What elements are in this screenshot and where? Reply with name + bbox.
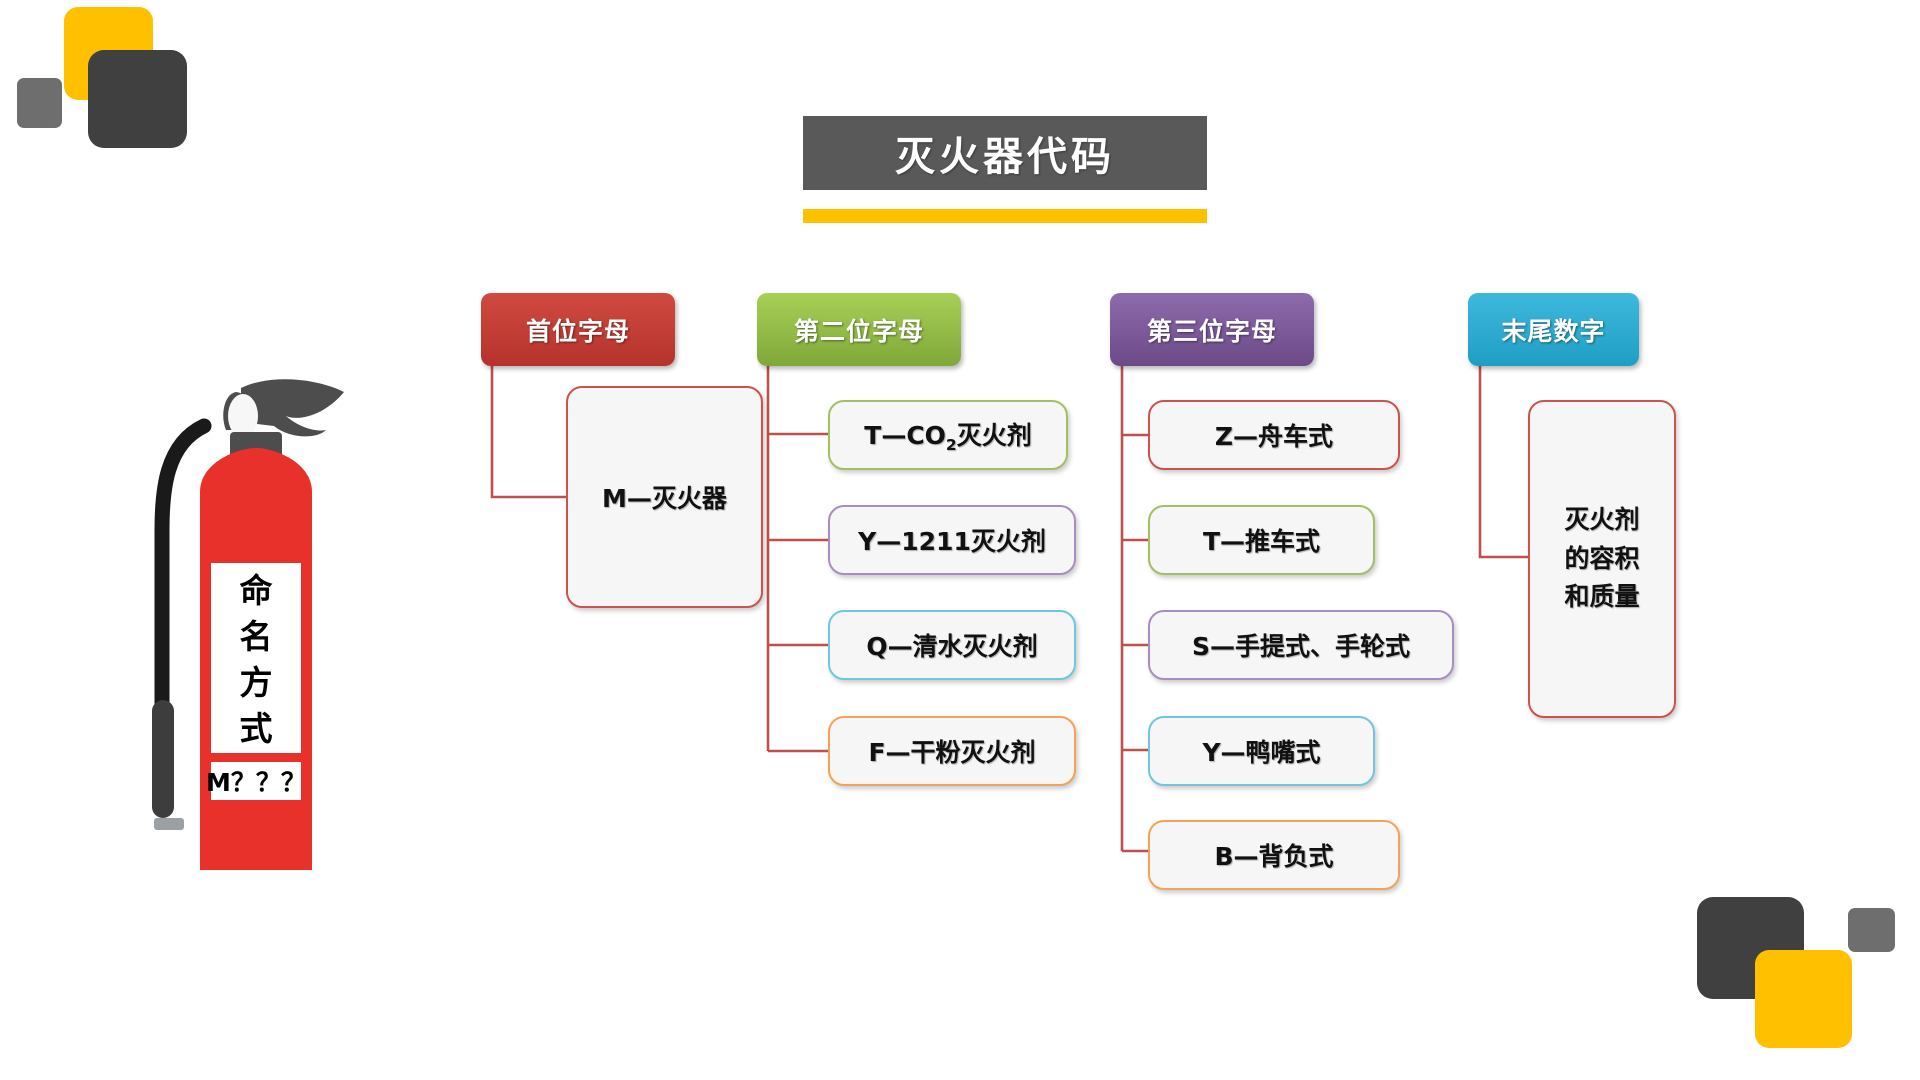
mindmap-node-col4-0[interactable]: 灭火剂 的容积 和质量 [1528,400,1676,718]
extinguisher-nozzle [152,700,174,818]
mindmap-header-last-digit[interactable]: 末尾数字 [1468,293,1639,366]
mindmap-node-col3-2-label: S—手提式、手轮式 [1191,632,1410,661]
mindmap-node-col4-0-line-0: 灭火剂 [1564,504,1640,534]
mindmap-header-second-letter-label: 第二位字母 [793,316,924,346]
mindmap-node-col3-3[interactable]: Y—鸭嘴式 [1148,716,1375,786]
extinguisher-label-char-1: 名 [240,617,273,656]
extinguisher-nozzle-tip [154,818,184,830]
mindmap-node-col3-0[interactable]: Z—舟车式 [1148,400,1400,470]
extinguisher-hose [154,418,212,718]
decor-square-bottom-right-gray [1848,908,1895,952]
mindmap-node-col2-0-label: T—CO2灭火剂 [864,421,1032,454]
extinguisher-label-char-0: 命 [240,571,274,610]
extinguisher-label-char-3: 式 [240,709,273,748]
page-title-banner: 灭火器代码 [803,116,1207,190]
decor-square-top-left-dark [88,50,187,148]
mindmap-node-col3-3-label: Y—鸭嘴式 [1202,738,1321,767]
fire-extinguisher-illustration: 命 名 方 式 M？？？ [152,379,344,870]
extinguisher-label-panel [211,563,301,753]
connector-col4 [1478,366,1528,559]
extinguisher-label-char-2: 方 [240,663,273,702]
mindmap-header-first-letter-label: 首位字母 [525,316,630,346]
mindmap-node-col3-0-label: Z—舟车式 [1214,422,1334,451]
decor-square-top-left-gray [17,78,62,128]
mindmap-node-col4-0-line-1: 的容积 [1564,543,1640,573]
mindmap-node-col2-1-label: Y—1211灭火剂 [858,527,1046,556]
mindmap-node-col2-2-label: Q—清水灭火剂 [866,632,1038,661]
mindmap-node-col3-1[interactable]: T—推车式 [1148,505,1375,575]
connector-col1 [490,366,566,499]
mindmap-node-col1-0-label: M—灭火器 [602,484,727,513]
mindmap-node-col2-2[interactable]: Q—清水灭火剂 [828,610,1076,680]
extinguisher-code-panel [211,762,301,800]
mindmap-node-col2-3-label: F—干粉灭火剂 [868,738,1036,767]
mindmap-node-col3-4-label: B—背负式 [1214,842,1334,871]
mindmap-header-third-letter-label: 第三位字母 [1146,316,1277,346]
mindmap-node-col3-4[interactable]: B—背负式 [1148,820,1400,890]
title-underline-bar [803,209,1207,223]
mindmap-node-col2-0[interactable]: T—CO2灭火剂 [828,400,1068,470]
mindmap-header-second-letter[interactable]: 第二位字母 [757,293,961,366]
mindmap-node-col3-2[interactable]: S—手提式、手轮式 [1148,610,1454,680]
mindmap-header-first-letter[interactable]: 首位字母 [481,293,675,366]
extinguisher-pin-hole [228,394,258,438]
mindmap-node-col4-0-line-2: 和质量 [1564,582,1640,612]
extinguisher-code-text: M？？？ [206,768,306,797]
mindmap-node-col2-1[interactable]: Y—1211灭火剂 [828,505,1076,575]
extinguisher-lever [241,379,344,437]
mindmap-node-col2-3[interactable]: F—干粉灭火剂 [828,716,1076,786]
mindmap-node-col3-1-label: T—推车式 [1202,527,1321,556]
mindmap-header-third-letter[interactable]: 第三位字母 [1110,293,1314,366]
decor-square-bottom-right-yellow [1755,950,1852,1048]
page-title: 灭火器代码 [895,134,1115,180]
mindmap-node-col1-0[interactable]: M—灭火器 [566,386,763,608]
mindmap-header-last-digit-label: 末尾数字 [1501,316,1606,346]
